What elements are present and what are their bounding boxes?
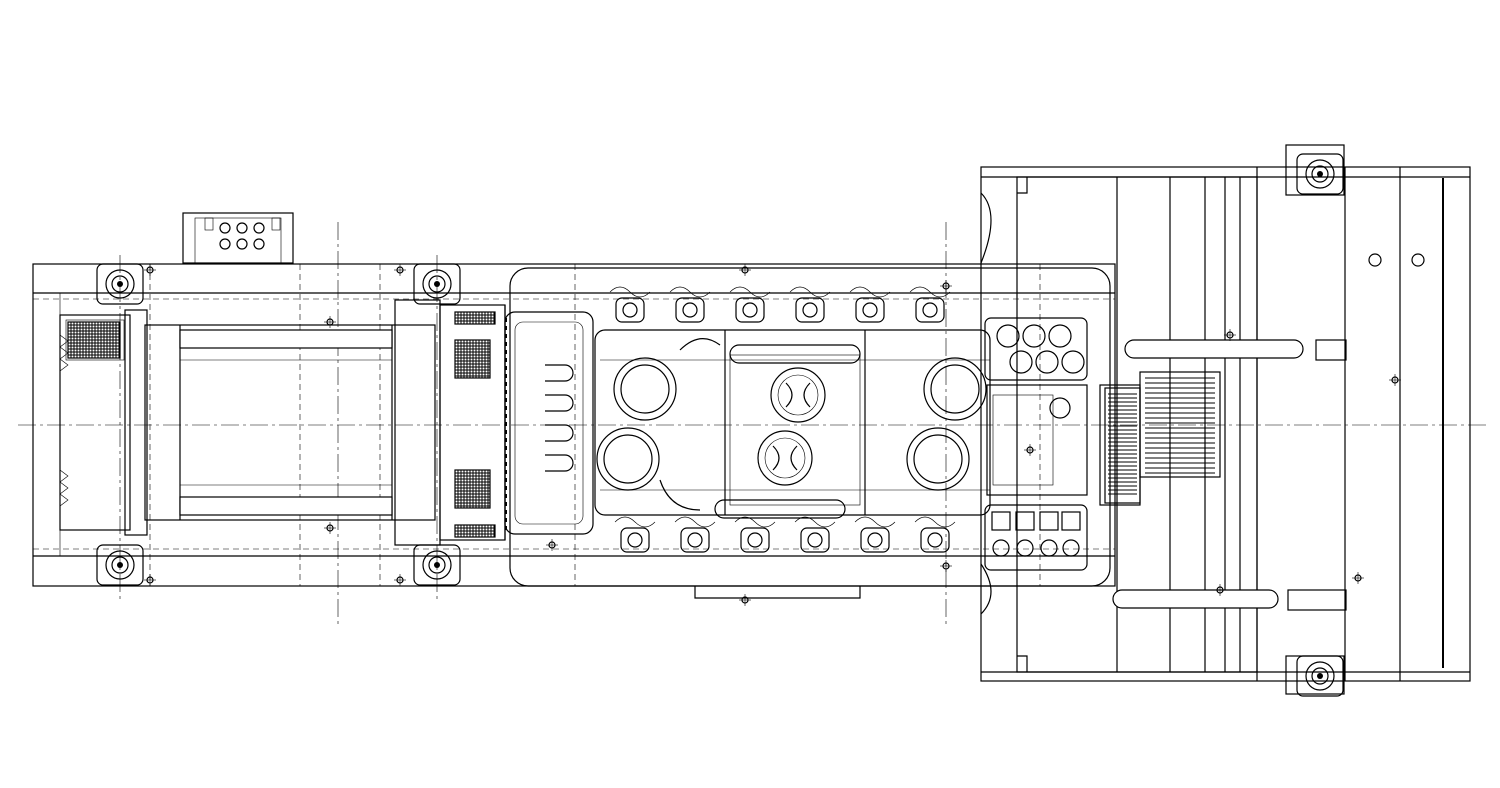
bolt-marks [144, 264, 1401, 606]
bolt-mark [394, 574, 406, 586]
centerlines [18, 222, 1490, 625]
bolt-mark [144, 264, 156, 276]
bolt-mark [394, 264, 406, 276]
bolt-mark [546, 539, 558, 551]
valve-cover [909, 286, 951, 323]
lifting-bracket [182, 212, 294, 264]
valve-cover [734, 516, 776, 553]
valve-cover [674, 516, 716, 553]
bolt-mark [940, 280, 952, 292]
valve-cover [854, 516, 896, 553]
filter-block-bottom [984, 504, 1088, 571]
bolt-mark [739, 594, 751, 606]
bolt-mark [1024, 444, 1036, 456]
bolt-mark [1389, 374, 1401, 386]
valve-cover [914, 516, 956, 553]
engine [504, 267, 1111, 599]
bolt-mark [739, 264, 751, 276]
generator [59, 299, 506, 546]
radiator-frame [980, 144, 1471, 695]
mount [1296, 655, 1344, 697]
valve-cover [669, 286, 711, 323]
bolt-mark [144, 574, 156, 586]
bolt-mark [940, 560, 952, 572]
mount [1296, 153, 1344, 195]
valve-cover [614, 516, 656, 553]
mount [413, 263, 461, 305]
cylinder-heads [609, 286, 956, 553]
valve-cover [849, 286, 891, 323]
mount [413, 544, 461, 586]
generator-vents [67, 311, 496, 538]
valve-cover [729, 286, 771, 323]
radiator-core [1104, 371, 1221, 504]
valve-cover [794, 516, 836, 553]
mounts [96, 153, 1344, 697]
valve-cover [789, 286, 831, 323]
bolt-mark [324, 316, 336, 328]
bolt-mark [1224, 329, 1236, 341]
base-frame [32, 263, 1116, 587]
mount [96, 263, 144, 305]
filter-block-top [984, 317, 1088, 381]
valve-cover [609, 286, 651, 323]
bolt-mark [1214, 584, 1226, 596]
bolt-mark [1352, 572, 1364, 584]
bolt-mark [324, 522, 336, 534]
mount [96, 544, 144, 586]
